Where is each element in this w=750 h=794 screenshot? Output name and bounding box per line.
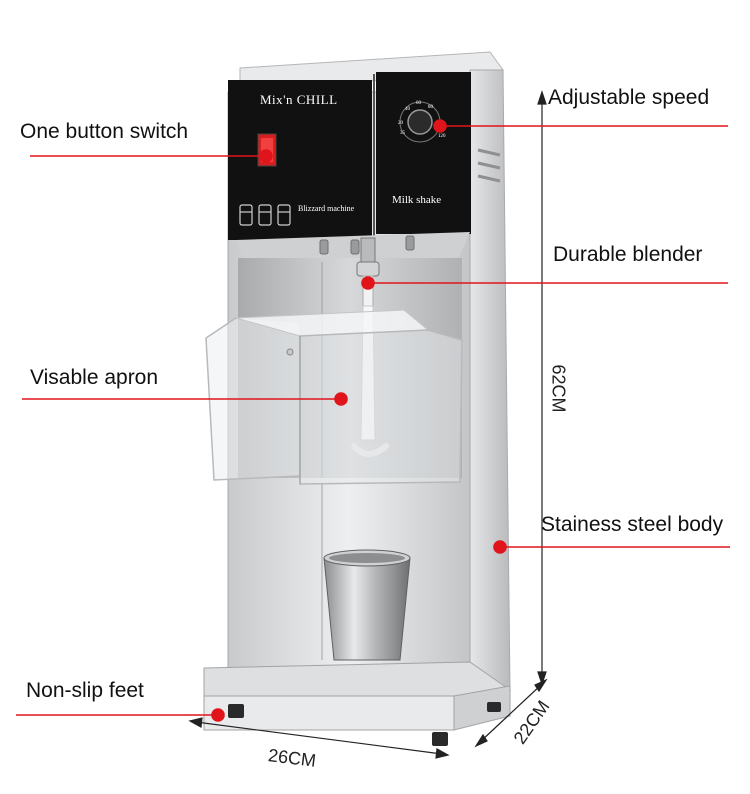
nozzles	[319, 235, 415, 255]
label-stainess-steel-body: Stainess steel body	[541, 513, 724, 536]
svg-text:35: 35	[400, 131, 406, 136]
callouts	[16, 119, 730, 722]
label-visable-apron: Visable apron	[30, 366, 159, 389]
right-panel-caption: Milk shake	[392, 194, 442, 206]
feet	[228, 702, 501, 746]
svg-text:20: 20	[398, 121, 404, 126]
apron-shield	[205, 309, 463, 485]
label-durable-blender: Durable blender	[553, 243, 703, 266]
label-adjustable-speed: Adjustable speed	[548, 86, 710, 109]
cup-size-icons	[239, 204, 291, 226]
steel-cup	[323, 549, 411, 661]
label-non-slip-feet: Non-slip feet	[26, 679, 144, 702]
brand-text: Mix'n CHILL	[260, 92, 338, 107]
control-panel-right	[376, 72, 471, 234]
dimension-lines	[188, 90, 548, 759]
svg-text:40: 40	[405, 107, 411, 112]
side-vents	[477, 148, 501, 183]
svg-text:80: 80	[428, 105, 434, 110]
label-one-button-switch: One button switch	[20, 120, 189, 143]
left-panel-caption: Blizzard machine	[298, 204, 355, 213]
svg-text:60: 60	[416, 101, 422, 106]
dimension-height: 62CM	[548, 364, 569, 413]
svg-text:120: 120	[438, 134, 446, 139]
